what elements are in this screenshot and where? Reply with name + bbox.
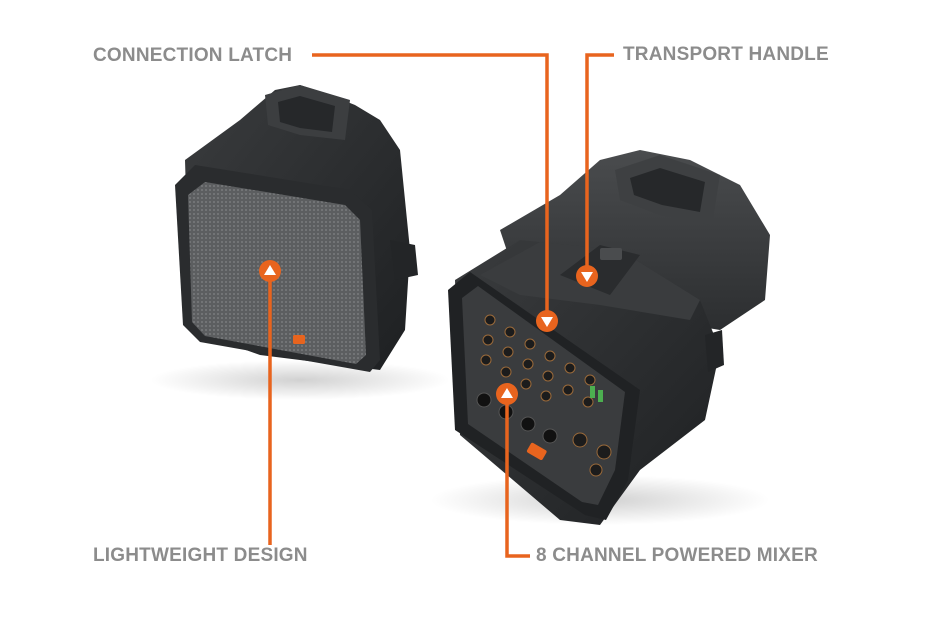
lightweight-marker	[259, 260, 281, 282]
lightweight-design-label: LIGHTWEIGHT DESIGN	[93, 545, 308, 566]
mixer-marker	[496, 383, 518, 405]
right-speaker-with-mixer	[430, 150, 770, 525]
left-speaker	[150, 85, 450, 400]
powered-mixer-label: 8 CHANNEL POWERED MIXER	[536, 545, 818, 566]
latch-marker	[536, 310, 558, 332]
led-indicator	[590, 386, 595, 398]
callout-lines	[268, 53, 614, 558]
connection-latch-label: CONNECTION LATCH	[93, 45, 293, 66]
handle-marker	[576, 265, 598, 287]
mixer-knobs	[480, 314, 612, 477]
transport-handle-label: TRANSPORT HANDLE	[623, 44, 829, 65]
led-indicator	[598, 390, 603, 402]
